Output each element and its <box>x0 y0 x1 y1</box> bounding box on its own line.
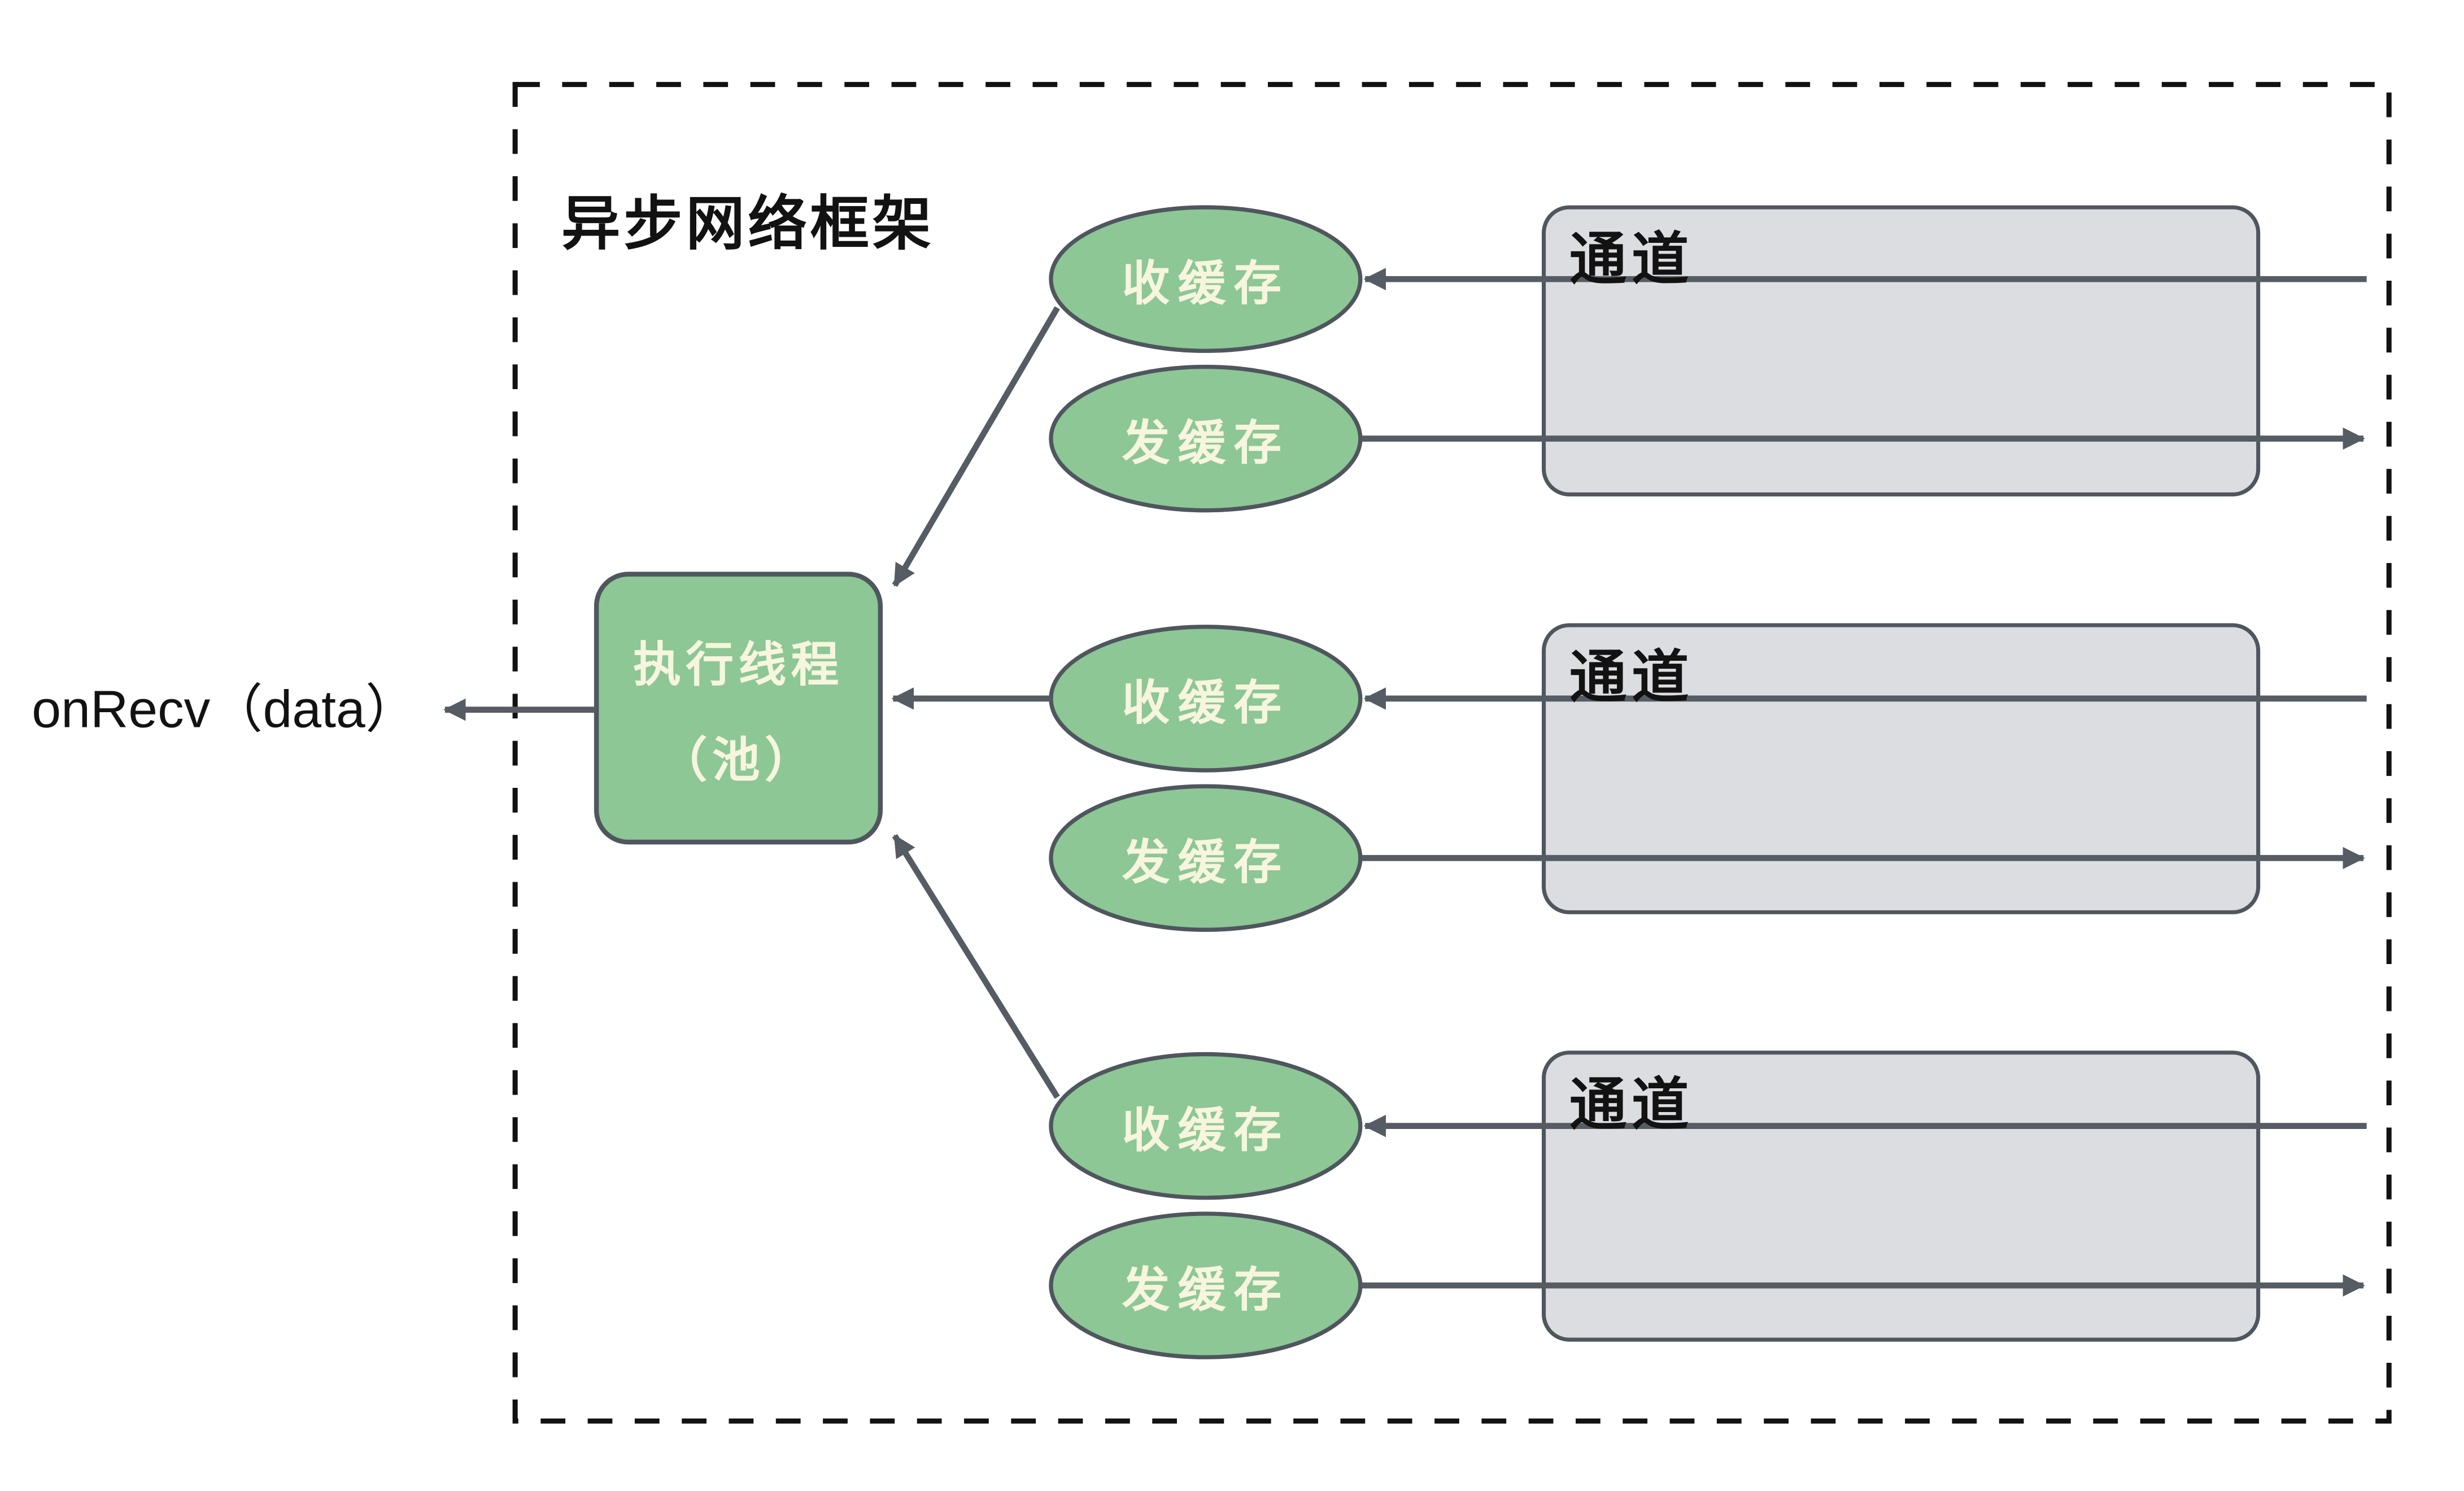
recv-buffer-label-3: 收缓存 <box>1122 1105 1290 1158</box>
recv-buffer-ellipse-3 <box>1049 1052 1363 1200</box>
send-buffer-label-3: 发缓存 <box>1122 1265 1290 1318</box>
recv-to-executor-arrow-3 <box>892 834 1060 1099</box>
send-buffer-ellipse-3 <box>1049 1211 1363 1359</box>
framework-dashed-border <box>512 82 2392 1424</box>
onrecv-callback-label: onRecv（data） <box>32 679 418 739</box>
send-buffer-label-2: 发缓存 <box>1122 837 1290 890</box>
recv-buffer-label-1: 收缓存 <box>1122 258 1290 311</box>
channel-label-1: 通道 <box>1569 226 1694 292</box>
recv-to-executor-arrow-1 <box>892 306 1060 587</box>
send-buffer-ellipse-2 <box>1049 784 1363 932</box>
recv-buffer-ellipse-1 <box>1049 205 1363 353</box>
executor-label-line2: （池） <box>659 735 818 788</box>
executor-pool-label: 执行线程 （池） <box>596 574 880 842</box>
recv-buffer-label-2: 收缓存 <box>1122 678 1290 731</box>
send-buffer-label-1: 发缓存 <box>1122 417 1290 471</box>
framework-title: 异步网络框架 <box>561 191 935 257</box>
channel-label-2: 通道 <box>1569 644 1694 710</box>
executor-label-line1: 执行线程 <box>633 639 844 692</box>
channel-label-3: 通道 <box>1569 1071 1694 1137</box>
send-buffer-ellipse-1 <box>1049 364 1363 513</box>
